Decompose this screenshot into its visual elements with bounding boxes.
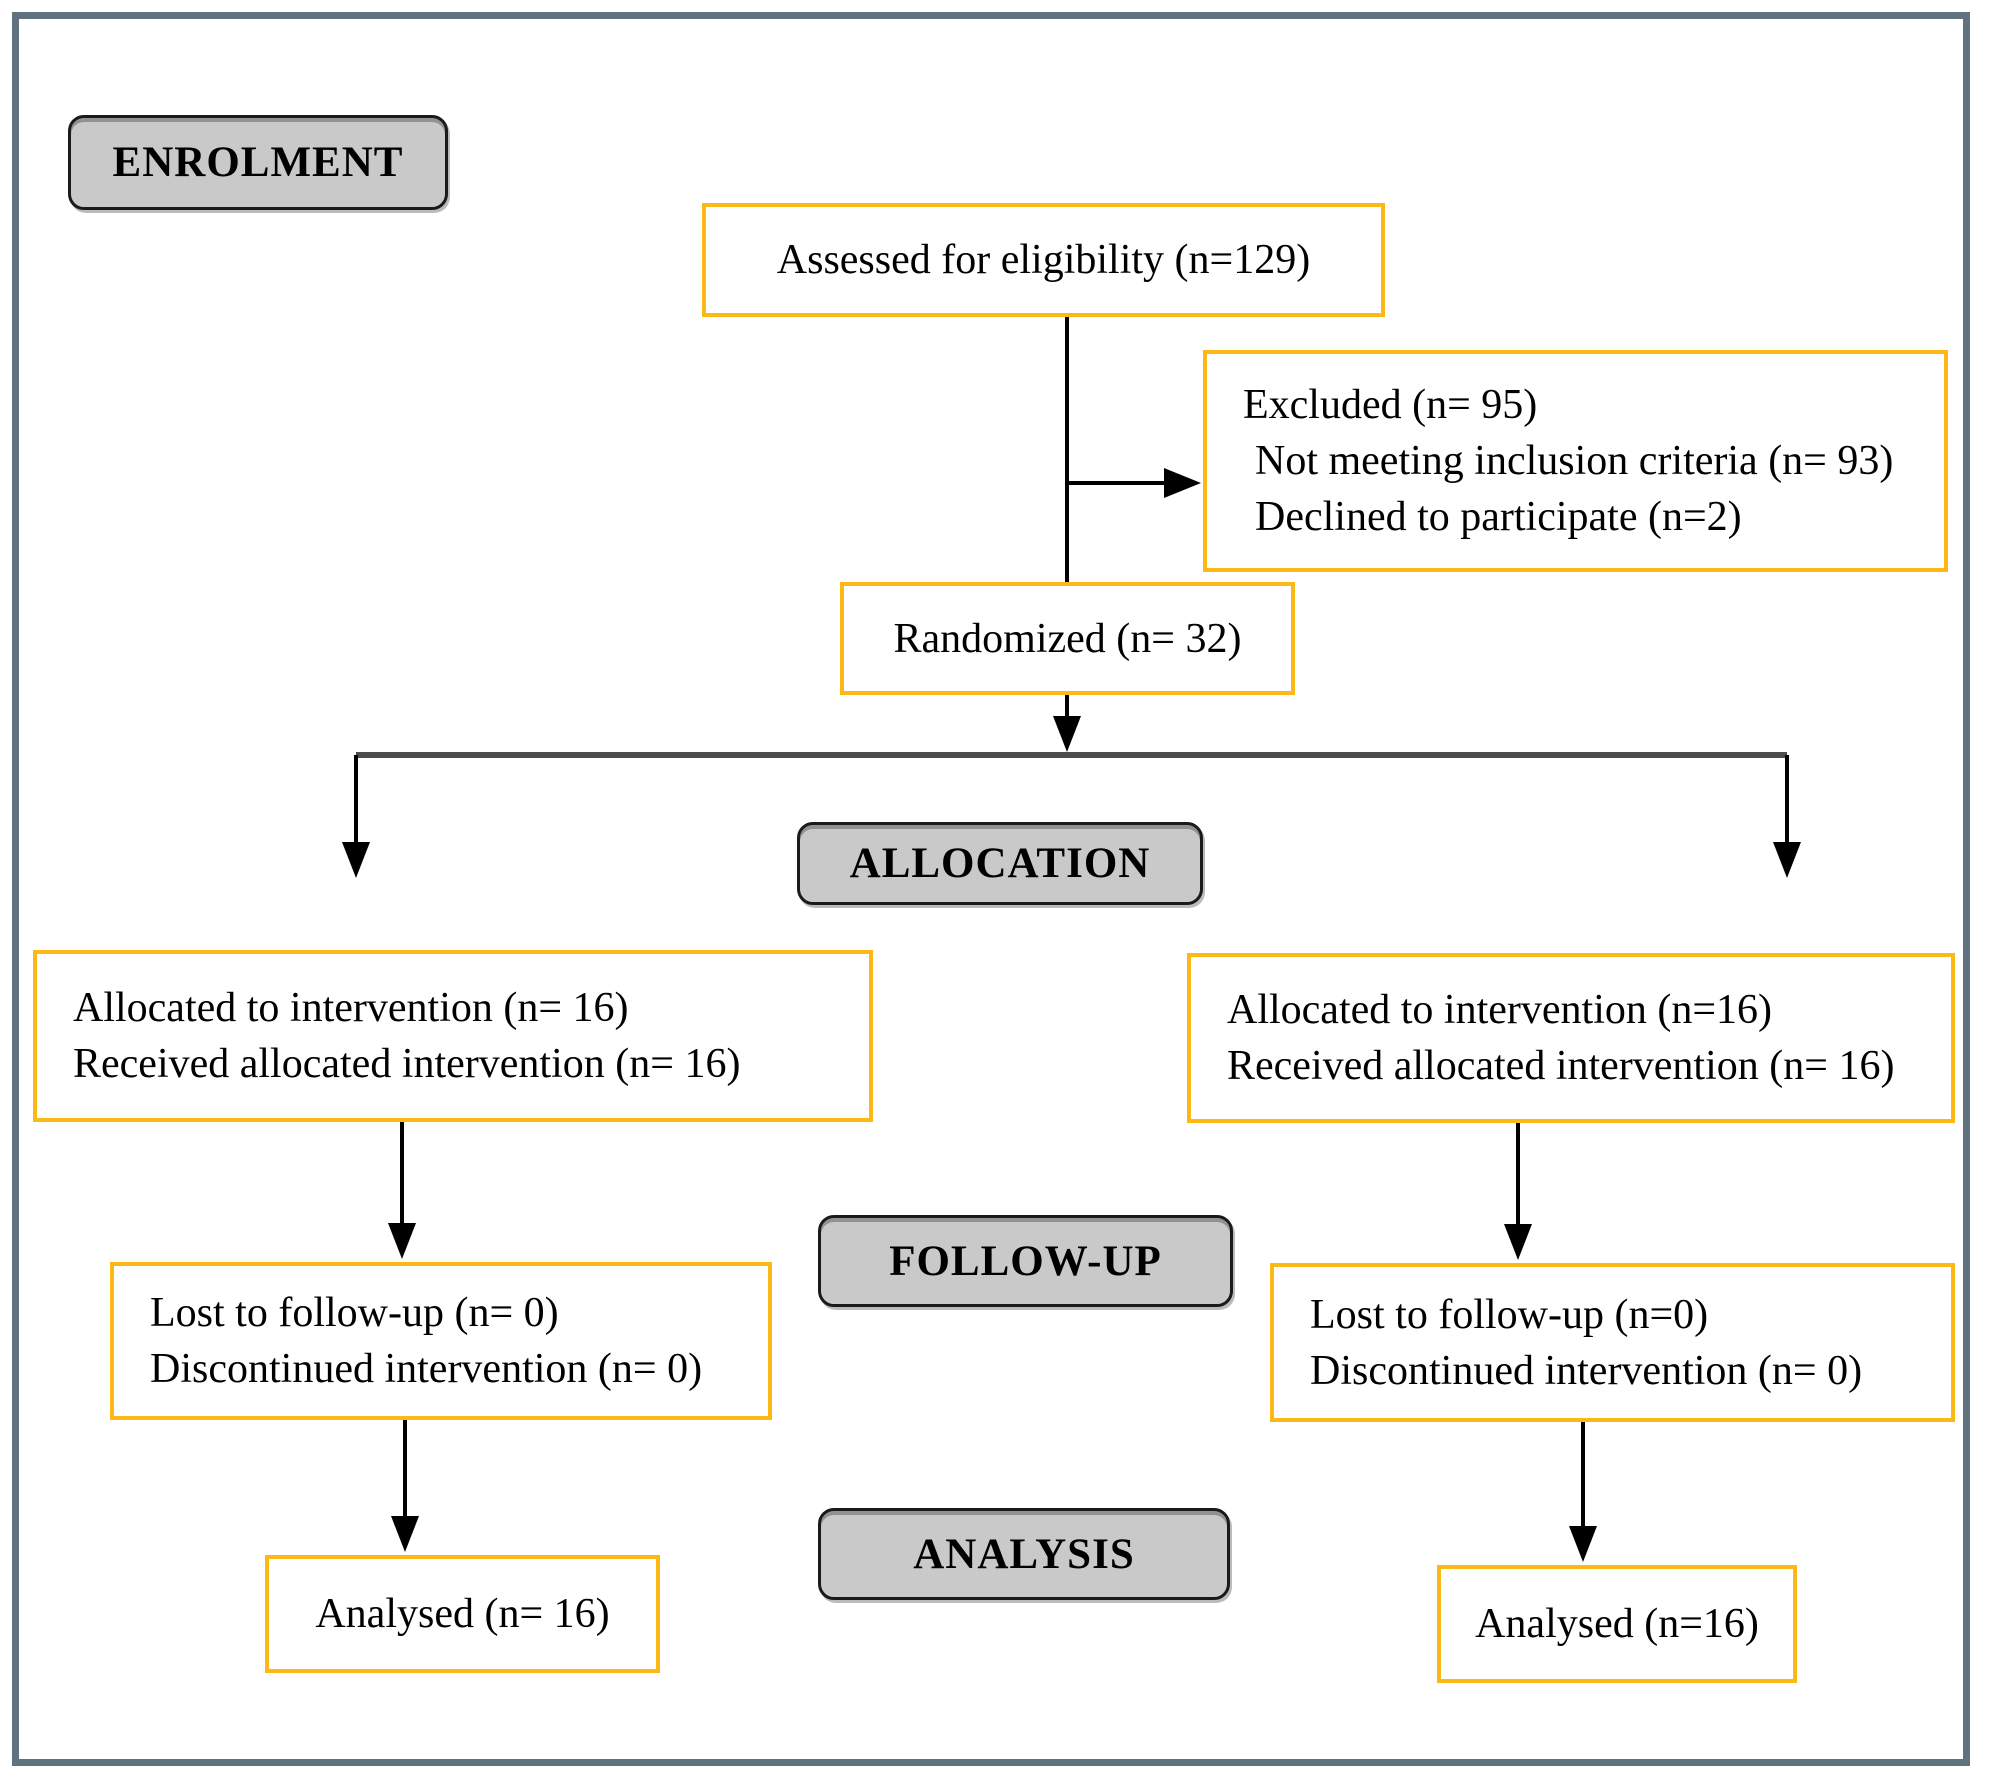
excluded-box: Excluded (n= 95) Not meeting inclusion c… <box>1203 350 1948 572</box>
assessed-text: Assessed for eligibility (n=129) <box>776 237 1311 283</box>
excluded-line-2: Not meeting inclusion criteria (n= 93) <box>1255 438 1894 484</box>
assessed-box: Assessed for eligibility (n=129) <box>702 203 1385 317</box>
stage-allocation: ALLOCATION <box>797 822 1203 905</box>
allocated-left-line-2: Received allocated intervention (n= 16) <box>73 1041 741 1087</box>
excluded-line-3: Declined to participate (n=2) <box>1255 494 1742 540</box>
randomized-box: Randomized (n= 32) <box>840 582 1295 695</box>
allocated-left-box: Allocated to intervention (n= 16) Receiv… <box>33 950 873 1122</box>
allocated-right-line-1: Allocated to intervention (n=16) <box>1227 987 1773 1033</box>
excluded-line-1: Excluded (n= 95) <box>1243 382 1538 428</box>
analysed-right-box: Analysed (n=16) <box>1437 1565 1797 1683</box>
stage-analysis: ANALYSIS <box>818 1508 1230 1600</box>
followup-left-line-2: Discontinued intervention (n= 0) <box>150 1346 703 1392</box>
followup-left-box: Lost to follow-up (n= 0) Discontinued in… <box>110 1262 772 1420</box>
analysed-left-text: Analysed (n= 16) <box>315 1591 610 1637</box>
randomized-text: Randomized (n= 32) <box>893 615 1242 662</box>
followup-right-box: Lost to follow-up (n=0) Discontinued int… <box>1270 1263 1955 1422</box>
analysed-right-text: Analysed (n=16) <box>1475 1601 1759 1647</box>
allocated-right-box: Allocated to intervention (n=16) Receive… <box>1187 953 1955 1123</box>
followup-right-line-2: Discontinued intervention (n= 0) <box>1310 1347 1863 1394</box>
followup-right-line-1: Lost to follow-up (n=0) <box>1310 1291 1709 1338</box>
followup-left-line-1: Lost to follow-up (n= 0) <box>150 1290 559 1336</box>
stage-followup: FOLLOW-UP <box>818 1215 1233 1307</box>
allocated-right-line-2: Received allocated intervention (n= 16) <box>1227 1043 1895 1089</box>
analysed-left-box: Analysed (n= 16) <box>265 1555 660 1673</box>
stage-enrolment: ENROLMENT <box>68 115 448 210</box>
allocated-left-line-1: Allocated to intervention (n= 16) <box>73 985 629 1031</box>
diagram-outer-frame <box>12 12 1970 1766</box>
